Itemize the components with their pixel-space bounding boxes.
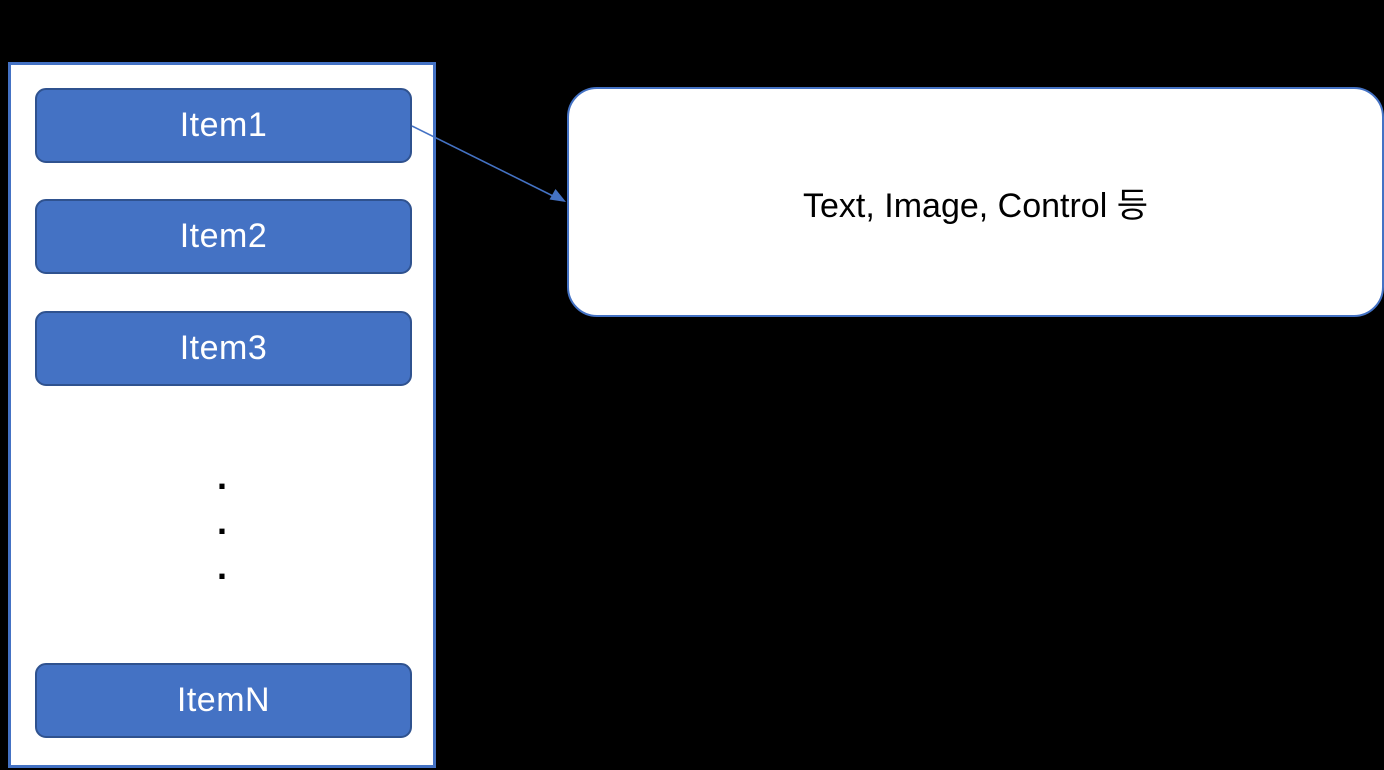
listbox-item-n: ItemN (35, 663, 412, 738)
listbox-panel: Item1 Item2 Item3 . . . ItemN (8, 62, 436, 768)
listbox-item-3-label: Item3 (179, 329, 268, 367)
ellipsis-dot: . (216, 456, 227, 497)
listbox-item-1-label: Item1 (179, 106, 268, 144)
ellipsis-dots: . . . (11, 457, 433, 592)
listbox-item-n-label: ItemN (176, 681, 271, 719)
content-box-label: Text, Image, Control 등 (803, 186, 1148, 225)
listbox-item-2: Item2 (35, 199, 412, 274)
content-box: Text, Image, Control 등 (567, 87, 1384, 317)
ellipsis-dot: . (216, 546, 227, 587)
ellipsis-dot: . (216, 501, 227, 542)
listbox-item-2-label: Item2 (179, 217, 268, 255)
listbox-item-1: Item1 (35, 88, 412, 163)
listbox-item-3: Item3 (35, 311, 412, 386)
